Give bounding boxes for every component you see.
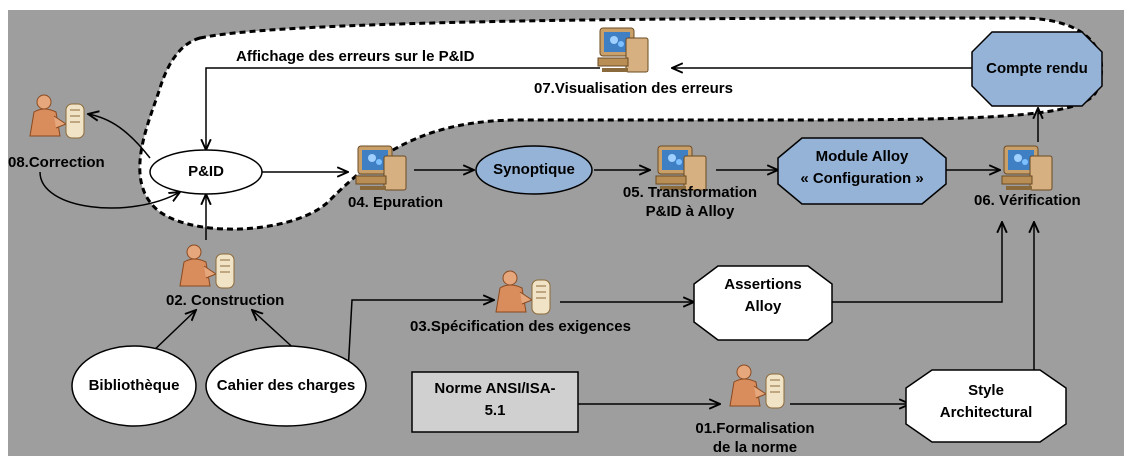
node-bibliotheque-label: Bibliothèque bbox=[88, 377, 180, 394]
node-pid-label: P&ID bbox=[188, 163, 224, 180]
node-compte-rendu-shape bbox=[971, 31, 1103, 107]
node-assertions-shape bbox=[693, 265, 833, 341]
node-assertions-label-1: Assertions bbox=[724, 276, 802, 293]
node-cahier-shape bbox=[205, 345, 367, 427]
node-bibliotheque-shape bbox=[71, 345, 197, 427]
node-module-alloy-shape bbox=[777, 137, 947, 205]
step-epuration-label: 04. Epuration bbox=[348, 194, 444, 211]
node-style-shape bbox=[905, 369, 1067, 443]
dashed-loop-region bbox=[138, 16, 1104, 231]
node-module-alloy-label-1: Module Alloy bbox=[815, 148, 909, 165]
step-formalisation-label-1: 01.Formalisation bbox=[695, 420, 815, 437]
step-transformation-label-1: 05. Transformation bbox=[622, 184, 758, 201]
node-synoptique-label: Synoptique bbox=[493, 161, 575, 178]
step-visualisation-label: 07.Visualisation des erreurs bbox=[534, 80, 733, 97]
step-transformation-label-2: P&ID à Alloy bbox=[645, 203, 735, 220]
step-correction-label: 08.Correction bbox=[8, 154, 105, 171]
step-verification-label: 06. Vérification bbox=[974, 192, 1081, 209]
node-norme-label-2: 5.1 bbox=[484, 402, 506, 419]
edge-affichage-label: Affichage des erreurs sur le P&ID bbox=[236, 48, 475, 65]
node-cahier-label: Cahier des charges bbox=[216, 377, 356, 394]
node-synoptique-shape bbox=[475, 145, 593, 195]
node-module-alloy-label-2: « Configuration » bbox=[800, 170, 924, 187]
step-specification-label: 03.Spécification des exigences bbox=[410, 318, 631, 335]
step-formalisation-label-2: de la norme bbox=[712, 439, 798, 456]
node-norme-shape bbox=[411, 371, 579, 433]
node-pid-shape bbox=[149, 149, 263, 195]
node-style-label-1: Style bbox=[968, 382, 1004, 399]
node-norme-label-1: Norme ANSI/ISA- bbox=[434, 380, 556, 397]
node-style-label-2: Architectural bbox=[939, 404, 1033, 421]
step-construction-label: 02. Construction bbox=[166, 292, 285, 309]
node-assertions-label-2: Alloy bbox=[744, 298, 782, 315]
node-compte-rendu-label: Compte rendu bbox=[986, 60, 1088, 77]
